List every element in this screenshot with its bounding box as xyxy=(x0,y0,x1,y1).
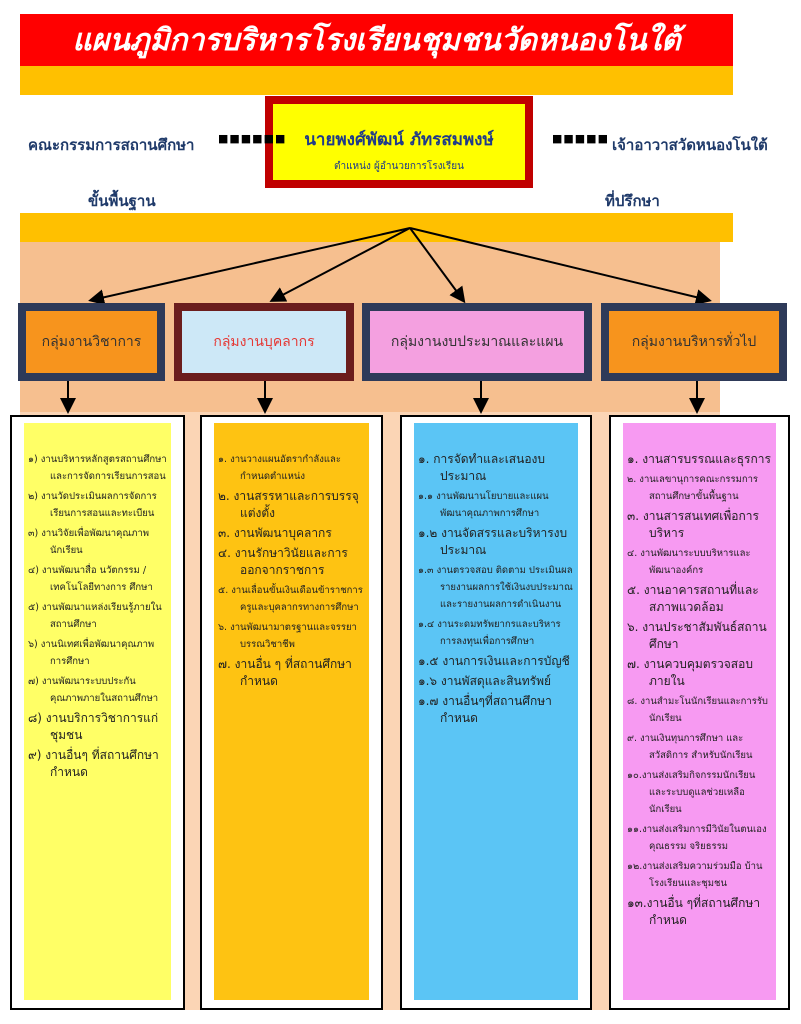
arrow-to-budget xyxy=(409,227,466,304)
task-item: ๘) งานบริการวิชาการแก่ชุมชน xyxy=(28,711,159,742)
group-general: กลุ่มงานบริหารทั่วไป xyxy=(601,303,787,381)
top-band xyxy=(20,66,733,95)
task-item: ๔. งานพัฒนาระบบบริหารและพัฒนาองค์กร xyxy=(627,548,751,576)
task-item: ๗. งานอื่น ๆ ที่สถานศึกษากำหนด xyxy=(218,657,352,688)
group-academic: กลุ่มงานวิชาการ xyxy=(18,303,165,381)
task-item: ๑.๑ งานพัฒนานโยบายและแผนพัฒนาคุณภาพการศึ… xyxy=(418,491,549,519)
committee-dotted-line: ■■■■■■ xyxy=(218,132,287,145)
column-general: ๑. งานสารบรรณและธุรการ๒. งานเลขานุการคณะ… xyxy=(609,415,790,1010)
task-list: ๑. งานวางแผนอัตรากำลังและกำหนดตำแหน่ง๒. … xyxy=(214,423,369,1000)
task-item: ๑.๖ งานพัสดุและสินทรัพย์ xyxy=(418,674,552,688)
group-personnel: กลุ่มงานบุคลากร xyxy=(174,303,354,381)
group-label: กลุ่มงานบุคลากร xyxy=(213,334,315,350)
director-box: นายพงศ์พัฒน์ ภัทรสมพงษ์ ตำแหน่ง ผู้อำนวย… xyxy=(265,96,533,188)
task-item: ๑๑.งานส่งเสริมการมีวินัยในตนเอง คุณธรรม … xyxy=(627,824,767,852)
column-personnel: ๑. งานวางแผนอัตรากำลังและกำหนดตำแหน่ง๒. … xyxy=(200,415,383,1010)
task-item: ๒) งานวัดประเมินผลการจัดการเรียนการสอนแล… xyxy=(28,491,157,519)
task-item: ๑๐.งานส่งเสริมกิจกรรมนักเรียนและระบบดูแล… xyxy=(627,770,756,815)
arrow-to-personnel xyxy=(269,227,411,302)
connector-arrows xyxy=(60,227,712,414)
group-label: กลุ่มงานวิชาการ xyxy=(41,334,142,350)
middle-band xyxy=(20,213,733,242)
column-academic: ๑) งานบริหารหลักสูตรสถานศึกษาและการจัดกา… xyxy=(10,415,185,1010)
director-position: ตำแหน่ง ผู้อำนวยการโรงเรียน xyxy=(334,161,464,172)
task-item: ๕. งานเลื่อนขั้นเงินเดือนข้าราชการครูและ… xyxy=(218,585,363,613)
task-item: ๕. งานอาคารสถานที่และสภาพแวดล้อม xyxy=(627,583,759,614)
task-item: ๑.๓ งานตรวจสอบ ติดตาม ประเมินผล รายงานผล… xyxy=(418,565,573,610)
task-list: ๑) งานบริหารหลักสูตรสถานศึกษาและการจัดกา… xyxy=(24,423,171,1000)
task-item: ๕) งานพัฒนาแหล่งเรียนรู้ภายในสถานศึกษา xyxy=(28,602,162,630)
task-item: ๙) งานอื่นๆ ที่สถานศึกษากำหนด xyxy=(28,748,159,779)
task-item: ๑๓.งานอื่น ๆที่สถานศึกษากำหนด xyxy=(627,896,761,927)
task-item: ๑. การจัดทำและเสนองบประมาณ xyxy=(418,452,546,483)
task-item: ๒. งานสรรหาและการบรรจุแต่งตั้ง xyxy=(218,489,359,520)
task-list: ๑. งานสารบรรณและธุรการ๒. งานเลขานุการคณะ… xyxy=(623,423,776,1000)
group-budget: กลุ่มงานงบประมาณและแผน xyxy=(362,303,592,381)
advisor-label: เจ้าอาวาสวัดหนองโนใต้ xyxy=(612,136,768,154)
task-item: ๑.๗ งานอื่นๆที่สถานศึกษากำหนด xyxy=(418,694,552,725)
task-item: ๔. งานรักษาวินัยและการออกจากราชการ xyxy=(218,546,348,577)
task-item: ๑.๕ งานการเงินและการบัญชี xyxy=(418,654,570,668)
task-item: ๑.๔ งานระดมทรัพยากรและบริหารการลงทุนเพื่… xyxy=(418,619,561,647)
committee-label: คณะกรรมการสถานศึกษา xyxy=(28,136,195,154)
arrow-to-academic xyxy=(88,227,411,306)
task-item: ๓. งานพัฒนาบุคลากร xyxy=(218,526,332,540)
task-item: ๑) งานบริหารหลักสูตรสถานศึกษาและการจัดกา… xyxy=(28,454,167,482)
task-item: ๓) งานวิจัยเพื่อพัฒนาคุณภาพนักเรียน xyxy=(28,528,150,556)
task-item: ๑. งานวางแผนอัตรากำลังและกำหนดตำแหน่ง xyxy=(218,454,341,482)
task-item: ๖. งานพัฒนามาตรฐานและจรรยาบรรณวิชาชีพ xyxy=(218,622,357,650)
task-item: ๒. งานเลขานุการคณะกรรมการสถานศึกษาขั้นพื… xyxy=(627,474,759,502)
committee-label-2: ขั้นพื้นฐาน xyxy=(88,192,156,210)
advisor-label-2: ที่ปรึกษา xyxy=(605,192,660,210)
advisor-dotted-line: ■■■■■ xyxy=(552,132,609,145)
group-label: กลุ่มงานงบประมาณและแผน xyxy=(390,334,564,350)
task-item: ๗) งานพัฒนาระบบประกันคุณภาพภายในสถานศึกษ… xyxy=(28,676,159,704)
arrow-to-general xyxy=(409,227,712,305)
task-item: ๗. งานควบคุมตรวจสอบภายใน xyxy=(627,657,753,688)
task-list: ๑. การจัดทำและเสนองบประมาณ๑.๑ งานพัฒนานโ… xyxy=(414,423,578,1000)
group-label: กลุ่มงานบริหารทั่วไป xyxy=(631,334,757,350)
director-name: นายพงศ์พัฒน์ ภัทรสมพงษ์ xyxy=(304,130,494,150)
task-item: ๑.๒ งานจัดสรรและบริหารงบประมาณ xyxy=(418,526,568,557)
task-item: ๑๒.งานส่งเสริมความร่วมมือ บ้าน โรงเรียนแ… xyxy=(627,861,763,889)
task-item: ๖) งานนิเทศเพื่อพัฒนาคุณภาพการศึกษา xyxy=(28,639,155,667)
task-item: ๙. งานเงินทุนการศึกษา และสวัสดิการ สำหรั… xyxy=(627,733,753,761)
task-item: ๓. งานสารสนเทศเพื่อการบริหาร xyxy=(627,509,759,540)
task-item: ๖. งานประชาสัมพันธ์สถานศึกษา xyxy=(627,620,767,651)
page-title: แผนภูมิการบริหารโรงเรียนชุมชนวัดหนองโนใต… xyxy=(20,14,733,66)
task-item: ๑. งานสารบรรณและธุรการ xyxy=(627,452,771,466)
task-item: ๘. งานสำมะโนนักเรียนและการรับนักเรียน xyxy=(627,696,768,724)
task-item: ๔) งานพัฒนาสื่อ นวัตกรรม /เทคโนโลยีทางกา… xyxy=(28,565,153,593)
column-budget: ๑. การจัดทำและเสนองบประมาณ๑.๑ งานพัฒนานโ… xyxy=(400,415,592,1010)
